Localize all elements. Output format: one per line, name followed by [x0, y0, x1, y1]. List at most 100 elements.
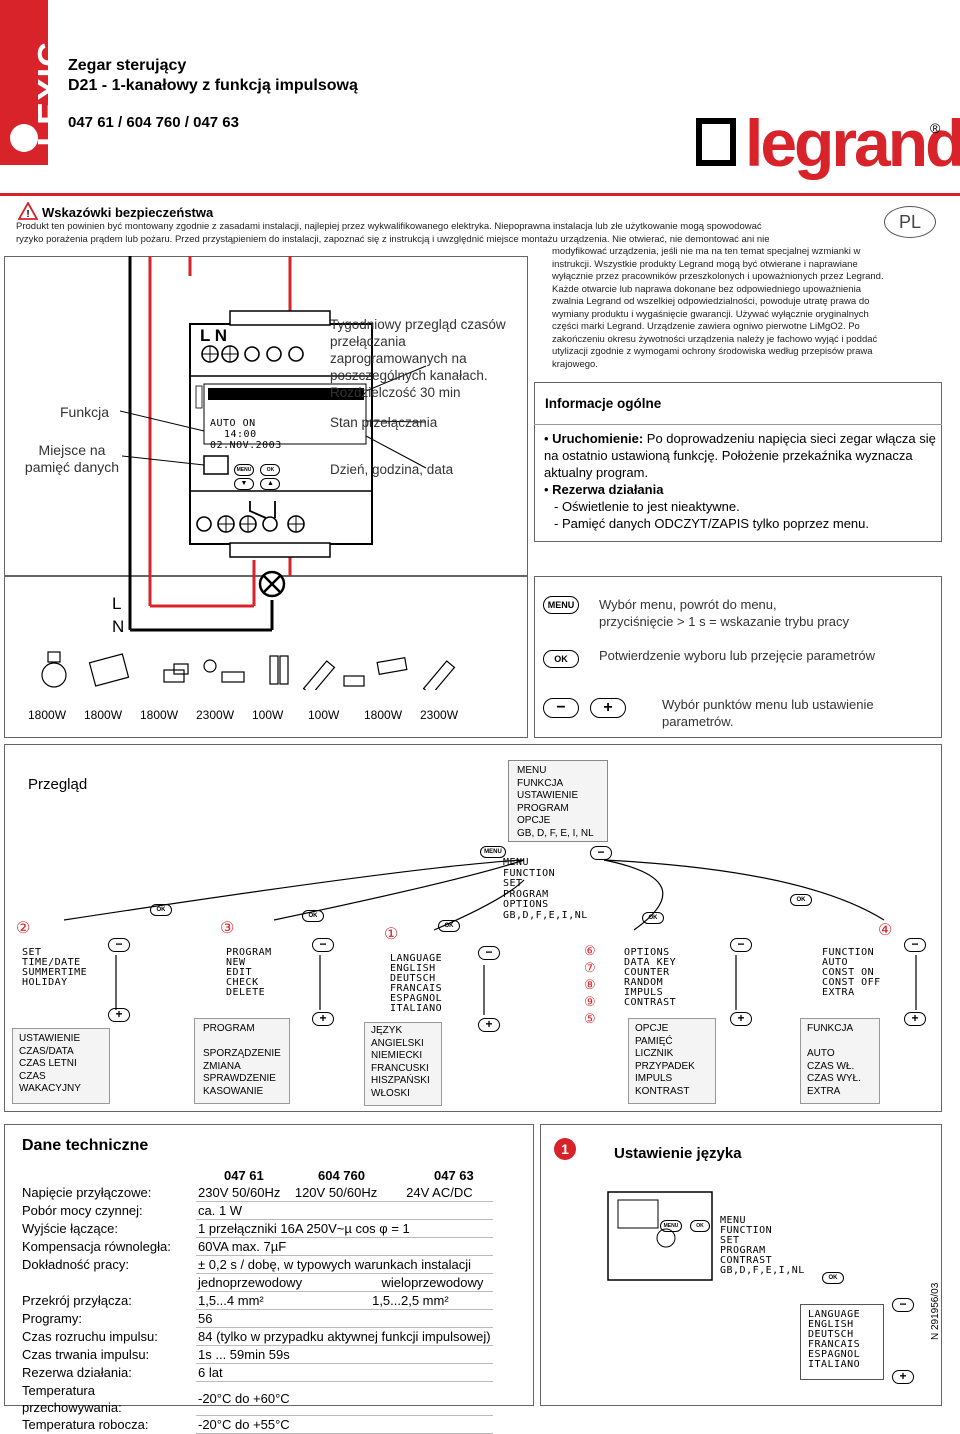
option-step-number: ⑦	[584, 960, 596, 975]
list-options-item: IMPULS	[635, 1073, 673, 1084]
lcd-language-line: FRANCAIS	[390, 983, 443, 994]
tech-row: Temperatura przechowywania:-20°C do +60°…	[20, 1381, 493, 1416]
device-sketch	[607, 1191, 713, 1281]
load-rating: 2300W	[420, 708, 459, 722]
document-title: Zegar sterujący D21 - 1-kanałowy z funkc…	[68, 56, 358, 96]
minus-prog[interactable]: −	[312, 938, 334, 952]
lcd-program-line: EDIT	[226, 967, 253, 978]
tech-key: Rezerwa działania:	[22, 1365, 132, 1380]
safety-text-line: krajowego.	[552, 358, 598, 370]
ok-button-func[interactable]: OK	[790, 894, 812, 906]
lexic-logo-dot	[10, 124, 38, 152]
minus-set[interactable]: −	[108, 938, 130, 952]
general-info-panel	[534, 382, 942, 542]
lcd-program-line: DELETE	[226, 987, 266, 998]
list-function-item: AUTO	[807, 1048, 835, 1059]
svg-text:!: !	[26, 209, 29, 220]
tech-row: Rezerwa działania: 6 lat	[20, 1363, 493, 1382]
ok-key[interactable]: OK	[543, 650, 579, 668]
lcd-menu-sketch-line: MENU	[720, 1215, 747, 1226]
menu-key[interactable]: MENU	[543, 596, 579, 614]
device-lcd: AUTO ON 14:00 02.NOV.2003	[210, 418, 282, 451]
lang-ok-button[interactable]: OK	[690, 1220, 710, 1232]
lang-menu-button[interactable]: MENU	[660, 1220, 682, 1232]
lang-plus-button[interactable]: +	[892, 1370, 914, 1384]
label-memory-slot: Miejsce na pamięć danych	[24, 442, 120, 475]
language-badge: PL	[884, 206, 936, 238]
option-step-number: ⑨	[584, 994, 596, 1009]
device-up-button[interactable]: ▲	[260, 478, 281, 490]
step-3-marker: ③	[220, 920, 235, 937]
tech-row: Wyjście łączące:1 przełączniki 16A 250V~…	[20, 1219, 493, 1238]
general-info-body: • Uruchomienie: Po doprowadzeniu napięci…	[544, 431, 936, 531]
overview-minus-button[interactable]: −	[590, 846, 612, 860]
lcd-language-frame	[800, 1304, 884, 1380]
tech-row: Dokładność pracy:± 0,2 s / dobę, w typow…	[20, 1255, 493, 1274]
lcd-set-line: SUMMERTIME	[22, 967, 88, 978]
list-function-item: FUNKCJA	[807, 1023, 854, 1034]
tech-col-2: 604 760	[318, 1168, 365, 1183]
lcd-menu-line: GB,D,F,E,I,NL	[503, 909, 588, 921]
lcd-language-line: ITALIANO	[390, 1003, 443, 1014]
lcd-menu-sketch-line: CONTRAST	[720, 1255, 773, 1266]
plus-prog[interactable]: +	[312, 1012, 334, 1026]
startup-label: Uruchomienie:	[552, 431, 644, 446]
plus-func[interactable]: +	[904, 1012, 926, 1026]
device-down-button[interactable]: ▼	[234, 478, 254, 490]
tech-value: 1,5...4 mm² 1,5...2,5 mm²	[196, 1291, 493, 1310]
ok-button-prog[interactable]: OK	[302, 910, 324, 922]
plus-opt[interactable]: +	[730, 1012, 752, 1026]
menu-list-item: USTAWIENIE	[517, 790, 579, 801]
tech-key: Czas rozruchu impulsu:	[22, 1329, 158, 1344]
product-codes: 047 61 / 604 760 / 047 63	[68, 114, 239, 131]
load-rating: 1800W	[84, 708, 123, 722]
lcd-set-line: HOLIDAY	[22, 977, 68, 988]
plus-lang[interactable]: +	[478, 1018, 500, 1032]
tech-key: Czas trwania impulsu:	[22, 1347, 150, 1362]
tech-value: 6 lat	[196, 1363, 493, 1382]
lexic-logo-text: LEXIC	[31, 41, 70, 147]
plus-key[interactable]: +	[590, 698, 626, 718]
plus-set[interactable]: +	[108, 1008, 130, 1022]
minus-key[interactable]: −	[543, 698, 579, 718]
tech-value: 84 (tylko w przypadku aktywnej funkcji i…	[196, 1327, 493, 1346]
lcd-menu-line: FUNCTION	[503, 867, 556, 879]
ok-button-set[interactable]: OK	[150, 904, 172, 916]
wire-label-L: L	[112, 594, 122, 613]
load-rating: 1800W	[364, 708, 403, 722]
ok-button-opt[interactable]: OK	[642, 912, 664, 924]
tech-row: Kompensacja równoległa:60VA max. 7µF	[20, 1237, 493, 1256]
ok-button-lang[interactable]: OK	[438, 920, 460, 932]
lcd-options-line: RANDOM	[624, 977, 664, 988]
lcd-line-date: 02.NOV.2003	[210, 440, 282, 451]
menu-list-item: GB, D, F, E, I, NL	[517, 827, 594, 839]
minus-func[interactable]: −	[904, 938, 926, 952]
minus-lang[interactable]: −	[478, 946, 500, 960]
list-options-item: PAMIĘĆ	[635, 1035, 673, 1047]
lcd-function-line: FUNCTION	[822, 947, 875, 958]
load-rating: 100W	[308, 708, 340, 722]
minus-opt[interactable]: −	[730, 938, 752, 952]
reserve-item-1: - Oświetlenie to jest nieaktywne.	[554, 499, 740, 514]
lcd-program-line: NEW	[226, 957, 246, 968]
lcd-function-line: CONST OFF	[822, 977, 881, 988]
tech-data-table: Napięcie przyłączowe:230V 50/60Hz 120V 5…	[20, 1184, 493, 1434]
tech-key: Temperatura robocza:	[22, 1417, 149, 1432]
overview-heading: Przegląd	[28, 776, 88, 793]
lang-minus-button[interactable]: −	[892, 1298, 914, 1312]
overview-menu-button[interactable]: MENU	[480, 846, 506, 858]
title-line-1: Zegar sterujący	[68, 57, 187, 74]
document-id: N 291956/03	[930, 1282, 941, 1340]
lang-ok-button-2[interactable]: OK	[822, 1272, 844, 1284]
safety-line-1: Produkt ten powinien być montowany zgodn…	[16, 221, 762, 232]
device-ok-button[interactable]: OK	[260, 464, 281, 476]
lcd-program-line: PROGRAM	[226, 947, 272, 958]
option-step-number: ⑥	[584, 943, 596, 958]
